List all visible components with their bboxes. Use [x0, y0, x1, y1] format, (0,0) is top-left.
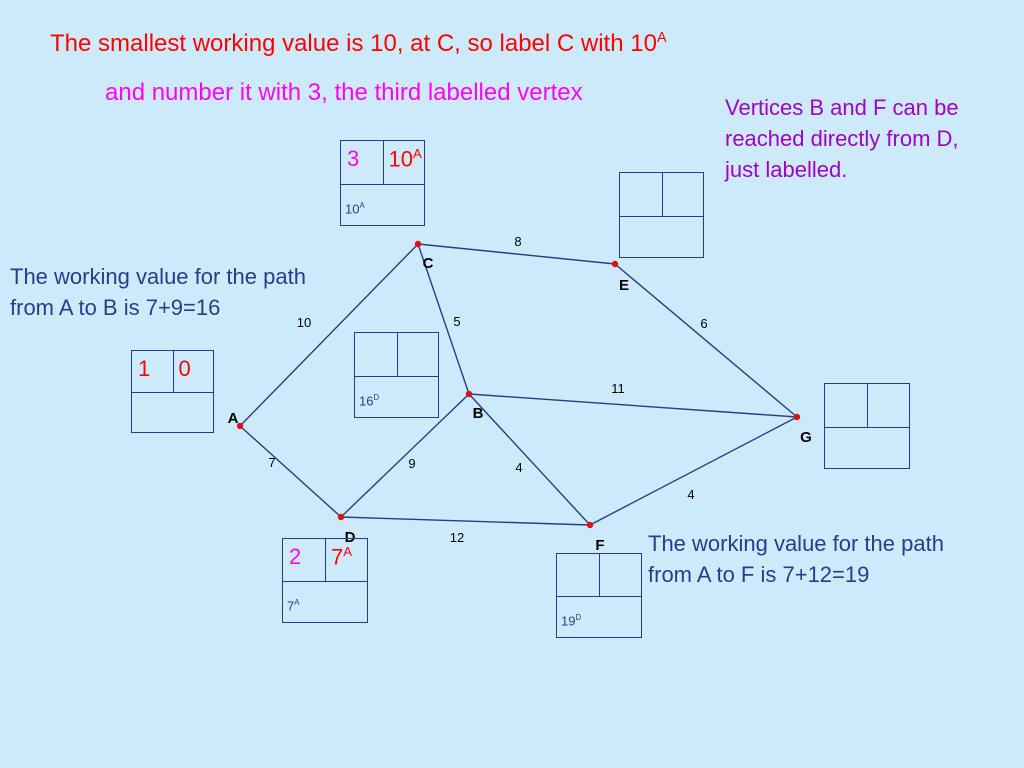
final-label: 7A — [331, 544, 353, 570]
label-box-divider — [661, 173, 663, 216]
vertex-b — [465, 390, 473, 398]
edge-weights: 10 7 8 5 6 11 9 4 12 4 — [268, 234, 707, 545]
vertex-order: 2 — [289, 544, 302, 569]
label-box-g — [824, 383, 910, 469]
vertex-e — [611, 260, 619, 268]
vertex-a — [236, 422, 244, 430]
label-box-divider — [867, 384, 868, 427]
working-value-sup: A — [294, 597, 300, 607]
vertex-label-g: G — [800, 429, 812, 446]
heading-line-1-text: The smallest working value is 10, at C, … — [50, 30, 657, 57]
note-path-a-b: The working value for the path from A to… — [10, 261, 306, 323]
vertex-label-c: C — [423, 255, 434, 272]
label-box-top — [355, 333, 438, 377]
edge-weight-e-g: 6 — [700, 316, 707, 331]
vertex-c — [414, 240, 422, 248]
note-path-a-f: The working value for the path from A to… — [648, 528, 944, 590]
graph-vertices — [236, 240, 801, 529]
note-line: Vertices B and F can be — [725, 95, 959, 120]
working-value-sup: D — [575, 612, 582, 622]
label-box-top — [825, 384, 909, 428]
note-line: reached directly from D, — [725, 126, 959, 151]
edge-weight-c-e: 8 — [514, 234, 521, 249]
label-box-top — [557, 554, 641, 598]
note-line: from A to B is 7+9=16 — [10, 295, 221, 320]
edge-weight-a-d: 7 — [268, 455, 275, 470]
edge-c-e — [417, 243, 616, 265]
vertex-label-b: B — [473, 405, 484, 422]
vertex-f — [586, 521, 594, 529]
graph-edges — [239, 243, 798, 526]
label-box-top: 3 10A — [341, 141, 424, 185]
edge-weight-d-b: 9 — [408, 456, 415, 471]
edge-weight-a-c: 10 — [297, 315, 311, 330]
vertex-label-f: F — [595, 537, 604, 554]
vertex-g — [793, 413, 801, 421]
working-value: 16D — [359, 392, 380, 408]
edge-e-g — [614, 263, 798, 418]
label-box-f: 19D — [556, 553, 642, 638]
label-box-b: 16D — [354, 332, 439, 418]
label-box-top — [620, 173, 703, 217]
edge-weight-b-g: 11 — [611, 381, 625, 396]
edge-c-b — [417, 243, 470, 395]
heading-line-1-sup: A — [656, 30, 667, 46]
final-label: 10A — [388, 146, 422, 172]
working-value: 19D — [561, 612, 582, 628]
edge-weight-d-f: 12 — [450, 530, 464, 545]
edge-weight-f-g: 4 — [687, 487, 694, 502]
working-value-sup: D — [373, 392, 380, 402]
edge-weight-c-b: 5 — [453, 314, 460, 329]
vertex-label-a: A — [228, 410, 239, 427]
label-box-e — [619, 172, 704, 258]
vertex-order: 3 — [347, 146, 360, 171]
final-label-sup: A — [343, 544, 353, 559]
edge-b-f — [468, 393, 591, 526]
label-box-c: 3 10A 10A — [340, 140, 425, 226]
heading-line-2: and number it with 3, the third labelled… — [105, 79, 583, 106]
working-value: 7A — [287, 597, 300, 613]
final-label-sup: A — [412, 146, 422, 161]
edge-a-d — [239, 425, 342, 518]
label-box-top: 2 7A — [283, 539, 367, 583]
note-line: The working value for the path — [648, 531, 944, 556]
label-box-d: 2 7A 7A — [282, 538, 368, 623]
heading-line-1: The smallest working value is 10, at C, … — [50, 30, 667, 58]
edge-d-f — [340, 516, 591, 526]
label-box-divider — [599, 554, 600, 597]
note-line: just labelled. — [725, 157, 848, 182]
edge-d-b — [340, 393, 470, 518]
edge-f-g — [589, 416, 798, 526]
vertex-order: 1 — [138, 356, 151, 381]
vertex-label-e: E — [619, 277, 629, 294]
label-box-divider — [396, 333, 398, 376]
vertex-label-d: D — [345, 529, 356, 546]
vertex-d — [337, 513, 345, 521]
edge-b-g — [468, 393, 798, 418]
label-box-divider — [325, 539, 326, 582]
working-value-sup: A — [359, 200, 365, 210]
note-line: from A to F is 7+12=19 — [648, 562, 870, 587]
note-vertices-b-f: Vertices B and F can be reached directly… — [725, 92, 959, 185]
label-box-divider — [172, 351, 174, 393]
final-label: 0 — [178, 356, 191, 381]
vertex-labels: A B C D E F G — [228, 255, 812, 554]
working-value: 10A — [345, 200, 365, 216]
edge-a-c — [239, 243, 419, 427]
label-box-divider — [382, 141, 384, 184]
edge-weight-b-f: 4 — [515, 460, 522, 475]
note-line: The working value for the path — [10, 264, 306, 289]
